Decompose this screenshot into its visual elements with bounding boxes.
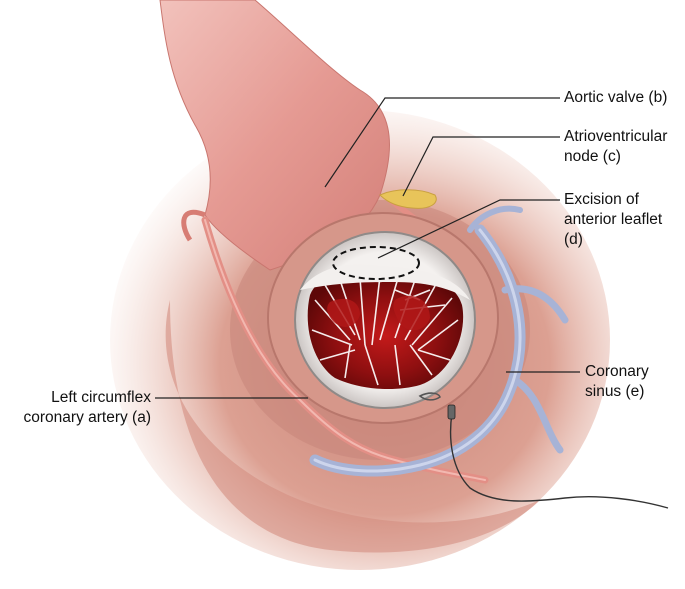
label-aortic-valve-line-1: Aortic valve (b): [564, 89, 668, 106]
label-aortic-valve: Aortic valve (b): [564, 88, 667, 108]
label-circumflex-line-1: Left circumflex: [51, 389, 151, 406]
label-circumflex-line-2: coronary artery (a): [23, 409, 151, 426]
label-excision-line-3: (d): [564, 231, 583, 248]
label-circumflex: Left circumflex coronary artery (a): [0, 388, 151, 428]
pacing-lead: [449, 412, 669, 509]
av-node: [379, 189, 437, 209]
label-excision: Excision of anterior leaflet (d): [564, 190, 662, 250]
label-av-node-line-2: node (c): [564, 148, 621, 165]
label-excision-line-2: anterior leaflet: [564, 211, 663, 228]
excision-outline: [332, 246, 420, 280]
coronary-sinus-vein: [309, 205, 569, 477]
label-excision-line-1: Excision of: [564, 191, 639, 208]
label-av-node-line-1: Atrioventricular: [564, 128, 668, 145]
leader-lines: [155, 97, 580, 399]
label-coronary-sinus: Coronary sinus (e): [585, 362, 649, 402]
label-av-node: Atrioventricular node (c): [564, 127, 667, 167]
label-coronary-sinus-line-2: sinus (e): [585, 383, 645, 400]
label-coronary-sinus-line-1: Coronary: [585, 363, 649, 380]
